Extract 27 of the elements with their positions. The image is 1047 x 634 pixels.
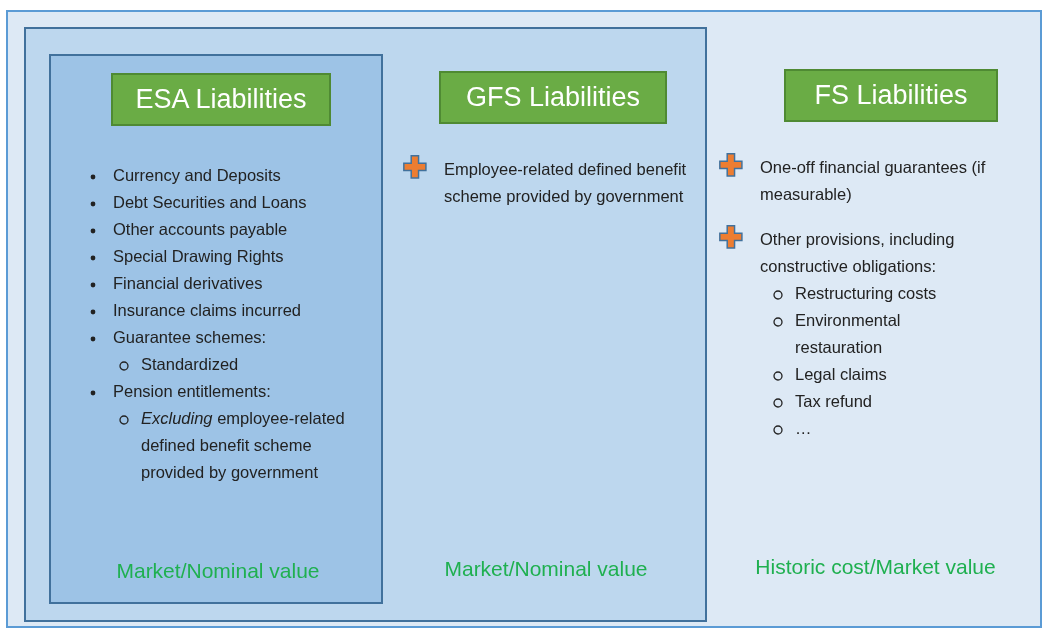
list-item: Other accounts payable [113, 219, 289, 240]
list-item: Financial derivatives [113, 273, 264, 294]
heading-box: GFS Liabilities [439, 71, 667, 124]
valuation-label: Market/Nominal value [115, 559, 321, 583]
list-item: Insurance claims incurred [113, 300, 302, 321]
list-item: … [795, 418, 813, 439]
panel [6, 10, 1042, 628]
list-item: Legal claims [795, 364, 888, 385]
list-item: Special Drawing Rights [113, 246, 285, 267]
list-item: Guarantee schemes: [113, 327, 268, 348]
list-item: Currency and Deposits [113, 165, 282, 186]
heading-box: FS Liabilities [784, 69, 998, 122]
list-item: Restructuring costs [795, 283, 938, 304]
valuation-label: Market/Nominal value [443, 557, 649, 581]
heading-box: ESA Liabilities [111, 73, 331, 126]
list-item: Pension entitlements: [113, 381, 272, 402]
list-item: Tax refund [795, 391, 874, 412]
list-item: Excluding employee-related defined benefit scheme provided by government [141, 408, 346, 483]
list-item: Employee-related defined benefit scheme provided by government [444, 159, 688, 207]
list-item: Other provisions, including constructive obligations: [760, 229, 956, 277]
list-item: Environmental restauration [795, 310, 902, 358]
panel [24, 27, 707, 622]
panel [49, 54, 383, 604]
list-item: Debt Securities and Loans [113, 192, 308, 213]
list-item: One-off financial guarantees (if measurable) [760, 157, 987, 205]
valuation-label: Historic cost/Market value [754, 555, 997, 579]
list-item: Standardized [141, 354, 240, 375]
